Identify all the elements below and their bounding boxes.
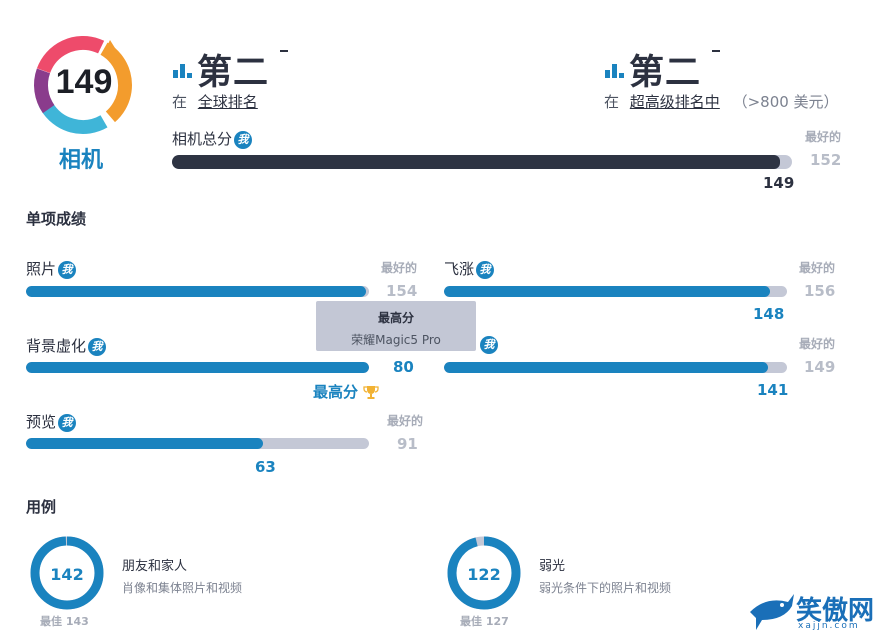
preview-bar (26, 438, 369, 449)
total-best-value: 152 (810, 151, 842, 169)
zoom-best-label: 最好的 (799, 261, 836, 275)
use-cases-title: 用例 (26, 498, 57, 516)
premium-rank-sub: 在 超高级排名中 （>800 美元） (604, 91, 839, 112)
ranking-bars-icon (173, 60, 195, 78)
camera-score-badge-icon (33, 35, 132, 134)
use-case-ring-icon (447, 536, 521, 610)
video-bar (444, 362, 787, 373)
photo-bar (26, 286, 369, 297)
top-score-badge: 最高分 (313, 381, 379, 402)
use-case-best: 最佳 127 (460, 615, 509, 628)
zoom-bar (444, 286, 787, 297)
preview-best-label: 最好的 (387, 414, 424, 428)
top-score-text: 最高分 (313, 383, 359, 401)
use-case-desc: 弱光条件下的照片和视频 (539, 581, 672, 595)
tooltip-title: 最高分 (377, 311, 414, 325)
wo-badge-icon: 我 (88, 337, 107, 356)
zoom-best-value: 156 (804, 282, 836, 300)
photo-label-text: 照片 (26, 260, 57, 278)
total-best-label: 最好的 (805, 130, 842, 144)
wo-badge-icon: 我 (234, 130, 253, 149)
preview-best-value: 91 (397, 435, 418, 453)
photo-fill (26, 286, 366, 297)
use-case-best: 最佳 143 (40, 615, 89, 628)
use-case-title: 弱光 (539, 559, 566, 574)
total-score-fill (172, 155, 780, 169)
bokeh-label-text: 背景虚化 (26, 337, 87, 355)
bokeh-bar (26, 362, 369, 373)
use-case-score: 142 (50, 565, 84, 584)
global-rank-title: 第二 (197, 53, 270, 93)
video-value: 141 (757, 381, 789, 399)
camera-label: 相机 (58, 148, 103, 173)
zoom-value: 148 (753, 305, 785, 323)
bokeh-value: 80 (393, 358, 414, 376)
total-score-label: 相机总分我 (172, 128, 253, 149)
preview-fill (26, 438, 263, 449)
total-score-text: 相机总分 (172, 130, 233, 148)
wo-badge-icon: 我 (58, 260, 77, 279)
global-rank-prefix: 在 (172, 93, 188, 111)
preview-label: 预览我 (26, 411, 77, 432)
photo-label: 照片我 (26, 258, 77, 279)
top-score-tooltip: 最高分 荣耀Magic5 Pro (316, 301, 476, 351)
premium-rank-title: 第二 (629, 53, 702, 93)
tooltip-device: 荣耀Magic5 Pro (351, 333, 441, 347)
video-best-value: 149 (804, 358, 836, 376)
wo-badge-icon: 我 (58, 413, 77, 432)
photo-best-label: 最好的 (381, 261, 418, 275)
video-best-label: 最好的 (799, 337, 836, 351)
rank-dash-icon (280, 50, 288, 52)
rank-dash-icon (712, 50, 720, 52)
use-case-title: 朋友和家人 (122, 559, 188, 574)
video-label: 我 (478, 335, 498, 354)
shark-logo-icon (750, 594, 794, 630)
bokeh-label: 背景虚化我 (26, 335, 107, 356)
use-case-desc: 肖像和集体照片和视频 (122, 581, 243, 595)
use-case-score: 122 (467, 565, 501, 584)
watermark-text: 笑傲网 (796, 596, 875, 626)
global-ranking-link[interactable]: 全球排名 (197, 93, 258, 111)
global-rank-sub: 在 全球排名 (172, 91, 258, 112)
bokeh-fill (26, 362, 369, 373)
preview-value: 63 (255, 458, 276, 476)
trophy-icon (363, 385, 379, 399)
zoom-fill (444, 286, 770, 297)
wo-badge-icon: 我 (480, 335, 498, 354)
total-score-bar (172, 155, 792, 169)
premium-rank-note: （>800 美元） (732, 93, 839, 111)
zoom-label: 飞涨我 (444, 258, 495, 279)
preview-label-text: 预览 (26, 413, 57, 431)
premium-ranking-link[interactable]: 超高级排名中 (629, 93, 720, 111)
camera-score: 149 (55, 63, 113, 101)
watermark-url: xajjn.com (798, 621, 860, 631)
video-fill (444, 362, 769, 373)
photo-best-value: 154 (386, 282, 418, 300)
total-score-value: 149 (763, 174, 795, 192)
premium-rank-prefix: 在 (604, 93, 620, 111)
sub-scores-title: 单项成绩 (26, 210, 87, 228)
ranking-bars-icon (605, 60, 627, 78)
wo-badge-icon: 我 (476, 260, 495, 279)
zoom-label-text: 飞涨 (444, 260, 475, 278)
use-case-ring-icon (30, 536, 104, 610)
